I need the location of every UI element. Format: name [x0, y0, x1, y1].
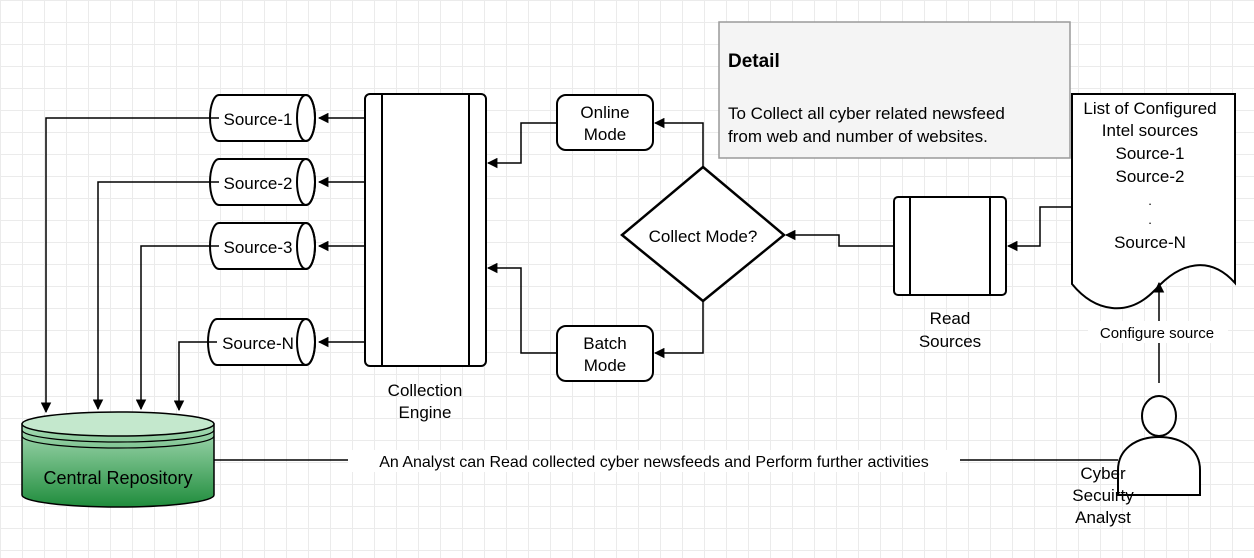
edge-source-2-repository — [92, 181, 219, 411]
online-mode-node[interactable]: Online Mode — [556, 94, 654, 151]
read-sources-node[interactable]: Read Sources — [893, 196, 1007, 351]
edge-read-decision — [784, 229, 894, 247]
central-repository-label: Central Repository — [43, 468, 192, 488]
analyst-actor[interactable]: Cyber Secuirty Analyst — [1072, 395, 1201, 527]
person-head-icon — [1141, 395, 1177, 437]
configure-label-bg — [1088, 321, 1228, 343]
edge-source-1-repository — [40, 117, 219, 414]
edge-decision-batch — [653, 301, 704, 359]
edge-source-3-repository — [135, 245, 219, 411]
configured-sources-document[interactable]: List of Configured Intel sources Source-… — [1071, 93, 1236, 310]
central-repository[interactable]: Central Repository — [21, 411, 215, 508]
read-sources-label-line1: Read — [930, 309, 971, 328]
configure-source-label: Configure source — [1100, 325, 1214, 342]
batch-mode-node[interactable]: Batch Mode — [556, 325, 654, 382]
batch-mode-label-line1: Batch — [583, 334, 626, 353]
analyst-label-line2: Secuirty — [1072, 486, 1134, 505]
detail-text-line1: To Collect all cyber related newsfeed — [728, 104, 1005, 123]
source-label-n: Source-N — [222, 334, 294, 353]
online-mode-label-line2: Mode — [584, 125, 627, 144]
collection-engine-label-line1: Collection — [388, 381, 463, 400]
connection-label: An Analyst can Read collected cyber news… — [379, 454, 929, 471]
source-node-n[interactable]: Source-N — [207, 318, 316, 366]
source-label-3: Source-3 — [224, 238, 293, 257]
source-node-1[interactable]: Source-1 — [209, 94, 316, 142]
detail-title: Detail — [728, 51, 780, 72]
analyst-label-line1: Cyber — [1080, 464, 1126, 483]
config-list-source-1: Source-1 — [1116, 144, 1185, 163]
detail-text-line2: from web and number of websites. — [728, 127, 988, 146]
config-list-source-n: Source-N — [1114, 233, 1186, 252]
config-list-title-line1: List of Configured — [1083, 99, 1216, 118]
online-mode-label-line1: Online — [580, 103, 629, 122]
edge-batch-engine — [486, 262, 557, 354]
config-list-source-2: Source-2 — [1116, 167, 1185, 186]
edge-source-n-repository — [173, 341, 217, 412]
collection-engine[interactable]: Collection Engine — [364, 93, 487, 422]
edge-config-read — [1006, 206, 1072, 252]
config-list-ellipsis-1: . — [1148, 193, 1152, 208]
person-body-icon — [1117, 435, 1201, 496]
edge-decision-online — [653, 117, 704, 167]
config-list-title-line2: Intel sources — [1102, 121, 1198, 140]
read-sources-label-line2: Sources — [919, 332, 981, 351]
edge-online-engine — [486, 122, 557, 169]
collect-mode-decision[interactable]: Collect Mode? — [620, 165, 786, 303]
connection-label-bg — [348, 450, 960, 472]
batch-mode-label-line2: Mode — [584, 356, 627, 375]
config-list-ellipsis-2: . — [1148, 212, 1152, 227]
source-node-3[interactable]: Source-3 — [209, 222, 316, 270]
source-node-2[interactable]: Source-2 — [209, 158, 316, 206]
analyst-label-line3: Analyst — [1075, 508, 1131, 527]
source-label-2: Source-2 — [224, 174, 293, 193]
decision-label: Collect Mode? — [649, 227, 758, 246]
collection-engine-label-line2: Engine — [399, 403, 452, 422]
detail-note[interactable]: Detail To Collect all cyber related news… — [718, 21, 1071, 159]
source-label-1: Source-1 — [224, 110, 293, 129]
